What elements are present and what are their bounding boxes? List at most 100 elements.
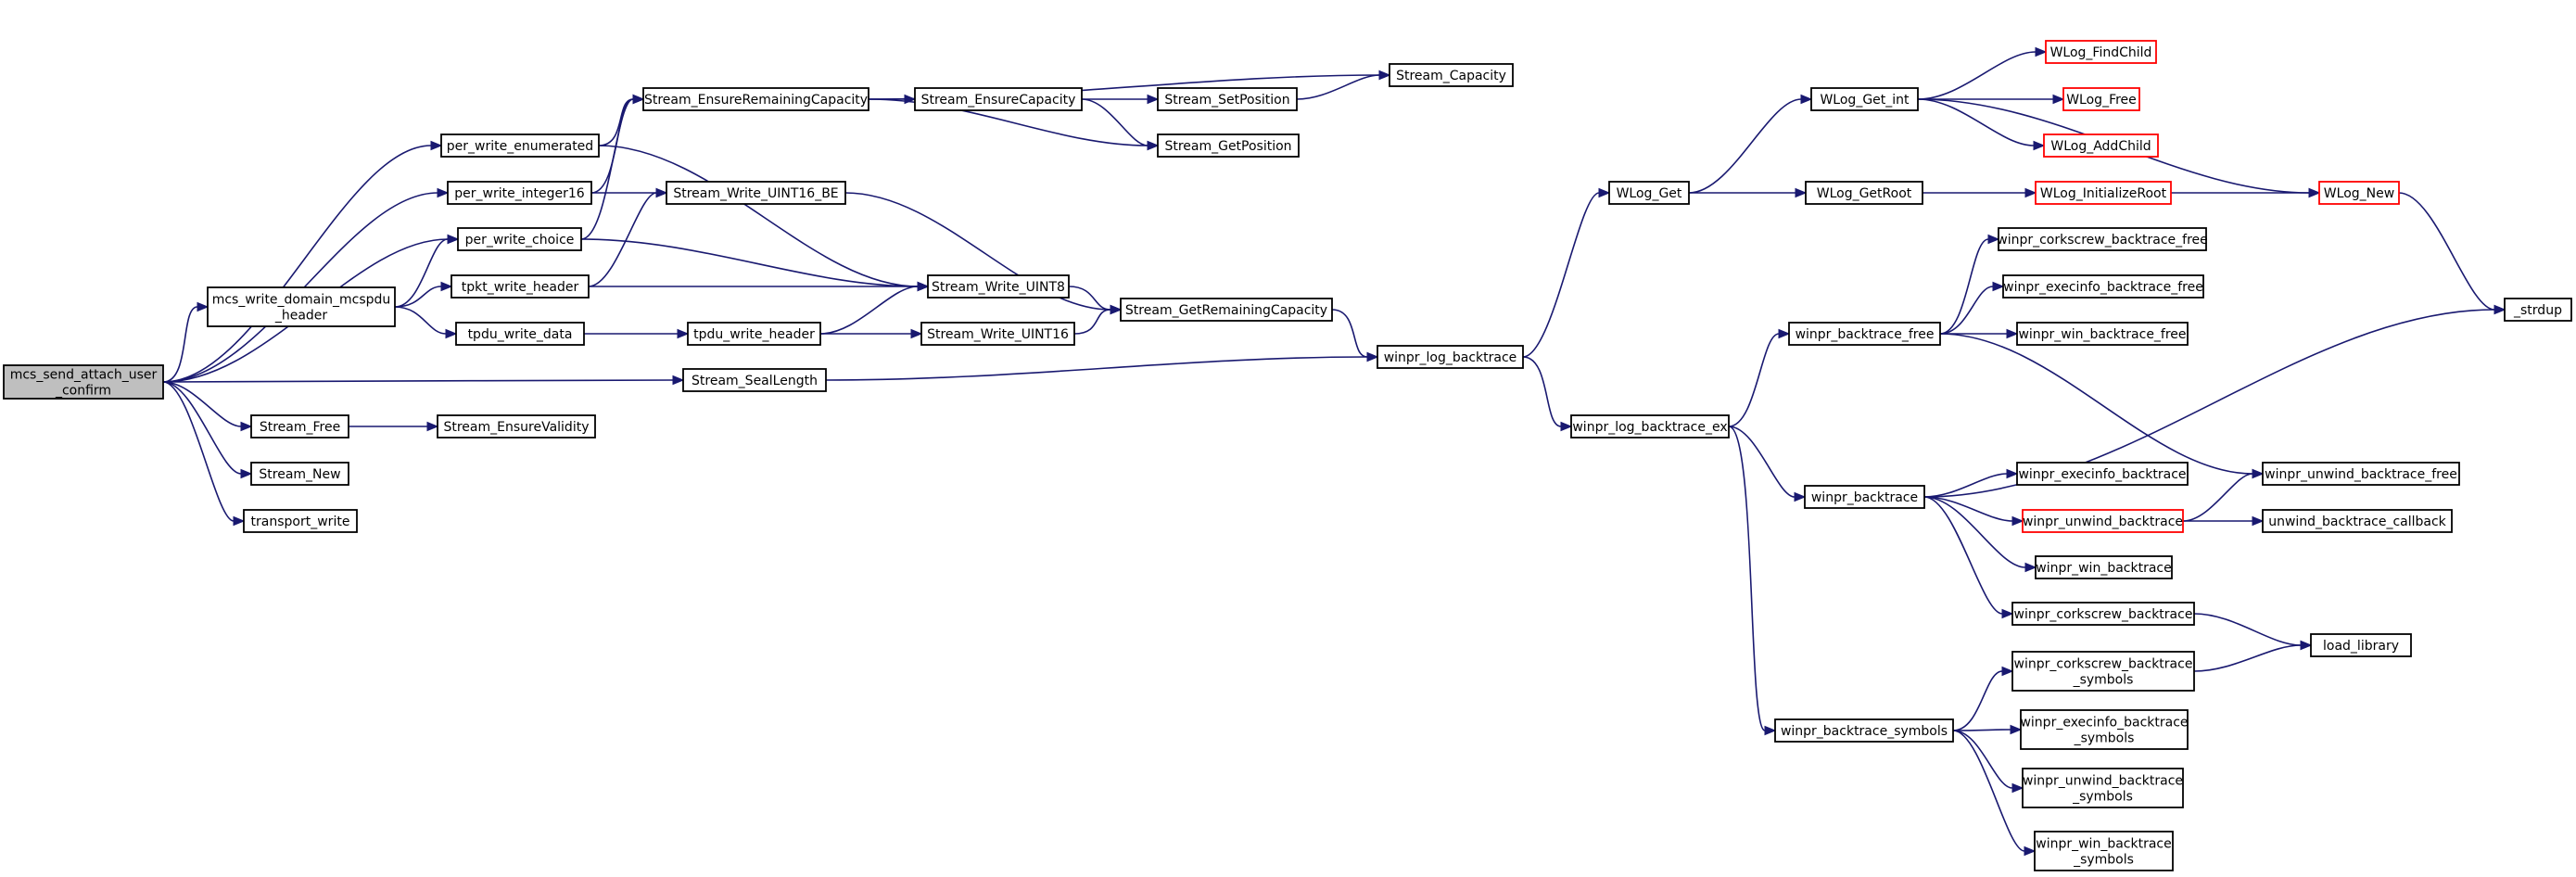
node-stream-capacity[interactable]: Stream_Capacity bbox=[1389, 63, 1514, 87]
node-label: winpr_backtrace_free bbox=[1796, 327, 1935, 342]
node-load-library[interactable]: load_library bbox=[2310, 633, 2412, 657]
node-box bbox=[1998, 227, 2207, 251]
node-stream-setposition[interactable]: Stream_SetPosition bbox=[1157, 87, 1298, 111]
node-tpdu-write-header[interactable]: tpdu_write_header bbox=[687, 322, 821, 346]
node-stream-free[interactable]: Stream_Free bbox=[250, 414, 349, 438]
node-label: WLog_Get bbox=[1617, 186, 1682, 201]
node-box bbox=[2262, 462, 2460, 486]
node-label: WLog_InitializeRoot bbox=[2040, 186, 2167, 201]
arrowhead-icon bbox=[1992, 281, 2005, 292]
edge-root-to-per-write-integer16 bbox=[162, 187, 450, 383]
node-per-write-enumerated[interactable]: per_write_enumerated bbox=[440, 133, 600, 158]
arrowhead-icon bbox=[1987, 234, 2000, 245]
node-box bbox=[666, 181, 846, 205]
edge-winpr-backtrace-to-winpr-unwind-backtrace bbox=[1923, 496, 2024, 527]
node-stream-write-uint16[interactable]: Stream_Write_UINT16 bbox=[920, 322, 1075, 346]
node-stream-ensureremainingcapacity[interactable]: Stream_EnsureRemainingCapacity bbox=[642, 87, 869, 111]
edge-line bbox=[2193, 644, 2302, 672]
node-stream-ensurevalidity[interactable]: Stream_EnsureValidity bbox=[437, 414, 596, 438]
node-box bbox=[682, 368, 827, 392]
node-box bbox=[1157, 133, 1300, 158]
edge-root-to-stream-seallength bbox=[162, 375, 685, 386]
node-box bbox=[927, 274, 1070, 299]
edge-line bbox=[1952, 730, 2025, 852]
node-winpr-corkscrew-backtrace-free[interactable]: winpr_corkscrew_backtrace_free bbox=[1997, 227, 2208, 251]
node-label: winpr_unwind_backtrace_free bbox=[2265, 467, 2457, 482]
node-winpr-corkscrew-backtrace[interactable]: winpr_corkscrew_backtrace bbox=[2011, 602, 2195, 626]
node-label: Stream_EnsureValidity bbox=[443, 420, 589, 435]
arrowhead-icon bbox=[2024, 562, 2037, 573]
node-wlog-findchild[interactable]: WLog_FindChild bbox=[2045, 40, 2157, 64]
edge-line bbox=[588, 192, 657, 287]
node-winpr-win-backtrace-symbols[interactable]: winpr_win_backtrace_symbols bbox=[2034, 831, 2174, 871]
node-box bbox=[250, 414, 349, 438]
node-stream-ensurecapacity[interactable]: Stream_EnsureCapacity bbox=[914, 87, 1083, 111]
node-wlog-initializeroot[interactable]: WLog_InitializeRoot bbox=[2035, 181, 2172, 205]
arrowhead-icon bbox=[1598, 187, 1611, 198]
node-winpr-execinfo-backtrace-symbols[interactable]: winpr_execinfo_backtrace_symbols bbox=[2020, 709, 2189, 750]
node-wlog-getroot[interactable]: WLog_GetRoot bbox=[1805, 181, 1923, 205]
arrowhead-icon bbox=[2033, 140, 2046, 151]
node-winpr-win-backtrace-free[interactable]: winpr_win_backtrace_free bbox=[2016, 322, 2189, 346]
node-box bbox=[2062, 87, 2140, 111]
node-tpdu-write-data[interactable]: tpdu_write_data bbox=[455, 322, 585, 346]
node-label: Stream_EnsureRemainingCapacity bbox=[644, 93, 868, 108]
edge-line bbox=[580, 238, 919, 287]
edge-mcs-write-domain-mcspdu-header-to-tpdu-write-data bbox=[394, 306, 458, 339]
node-winpr-win-backtrace[interactable]: winpr_win_backtrace bbox=[2035, 555, 2173, 579]
node-winpr-unwind-backtrace-free[interactable]: winpr_unwind_backtrace_free bbox=[2262, 462, 2460, 486]
node-stream-getremainingcapacity[interactable]: Stream_GetRemainingCapacity bbox=[1120, 298, 1333, 322]
node-box bbox=[2020, 709, 2189, 750]
node-winpr-backtrace-free[interactable]: winpr_backtrace_free bbox=[1788, 322, 1941, 346]
node-mcs-write-domain-mcspdu-header[interactable]: mcs_write_domain_mcspdu_header bbox=[207, 286, 396, 327]
arrowhead-icon bbox=[240, 468, 253, 479]
node-winpr-backtrace-symbols[interactable]: winpr_backtrace_symbols bbox=[1774, 718, 1954, 743]
node-stream-seallength[interactable]: Stream_SealLength bbox=[682, 368, 827, 392]
node-wlog-addchild[interactable]: WLog_AddChild bbox=[2043, 133, 2159, 158]
node-wlog-get[interactable]: WLog_Get bbox=[1608, 181, 1690, 205]
node-winpr-unwind-backtrace-symbols[interactable]: winpr_unwind_backtrace_symbols bbox=[2022, 768, 2184, 808]
node-winpr-execinfo-backtrace[interactable]: winpr_execinfo_backtrace bbox=[2016, 462, 2189, 486]
node-tpkt-write-header[interactable]: tpkt_write_header bbox=[450, 274, 590, 299]
edge-mcs-write-domain-mcspdu-header-to-tpkt-write-header bbox=[394, 281, 453, 308]
node-stream-write-uint16-be[interactable]: Stream_Write_UINT16_BE bbox=[666, 181, 846, 205]
node-winpr-unwind-backtrace[interactable]: winpr_unwind_backtrace bbox=[2022, 509, 2184, 533]
node-label: winpr_win_backtrace bbox=[2036, 561, 2171, 576]
arrowhead-icon bbox=[2006, 468, 2019, 479]
edge-per-write-choice-to-stream-ensureremainingcapacity bbox=[580, 94, 645, 240]
node-transport-write[interactable]: transport_write bbox=[243, 509, 358, 533]
node-winpr-log-backtrace[interactable]: winpr_log_backtrace bbox=[1377, 345, 1524, 369]
node-unwind-backtrace-callback[interactable]: unwind_backtrace_callback bbox=[2262, 509, 2453, 533]
node-wlog-new[interactable]: WLog_New bbox=[2318, 181, 2400, 205]
edge-line bbox=[162, 306, 198, 383]
node-label: WLog_Free bbox=[2066, 93, 2137, 108]
node-root[interactable]: mcs_send_attach_user_confirm bbox=[3, 364, 164, 400]
node-label: unwind_backtrace_callback bbox=[2268, 515, 2446, 529]
edge-tpdu-write-header-to-stream-write-uint8 bbox=[819, 281, 930, 335]
arrowhead-icon bbox=[426, 421, 439, 432]
node-winpr-log-backtrace-ex[interactable]: winpr_log_backtrace_ex bbox=[1570, 414, 1730, 438]
node-winpr-backtrace[interactable]: winpr_backtrace bbox=[1804, 485, 1925, 509]
node-per-write-integer16[interactable]: per_write_integer16 bbox=[447, 181, 592, 205]
node-stream-new[interactable]: Stream_New bbox=[250, 462, 349, 486]
edge-wlog-get-int-to-wlog-addchild bbox=[1917, 98, 2046, 151]
node-label: per_write_enumerated bbox=[447, 139, 593, 154]
node-wlog-free[interactable]: WLog_Free bbox=[2062, 87, 2140, 111]
edge-winpr-backtrace-to-strdup bbox=[1923, 304, 2506, 498]
node-winpr-corkscrew-backtrace-symbols[interactable]: winpr_corkscrew_backtrace_symbols bbox=[2011, 651, 2195, 692]
edge-root-to-stream-free bbox=[162, 381, 253, 432]
node-stream-write-uint8[interactable]: Stream_Write_UINT8 bbox=[927, 274, 1070, 299]
node-box bbox=[455, 322, 585, 346]
edge-wlog-get-to-wlog-getroot bbox=[1688, 187, 1808, 198]
node-box bbox=[243, 509, 358, 533]
edge-winpr-backtrace-to-winpr-win-backtrace bbox=[1923, 496, 2037, 573]
arrowhead-icon bbox=[2252, 468, 2265, 479]
node-label: tpdu_write_data bbox=[468, 327, 573, 342]
edge-line bbox=[1296, 74, 1380, 100]
node-per-write-choice[interactable]: per_write_choice bbox=[457, 227, 582, 251]
arrowhead-icon bbox=[1378, 70, 1391, 81]
node-winpr-execinfo-backtrace-free[interactable]: winpr_execinfo_backtrace_free bbox=[2002, 274, 2204, 299]
node-strdup[interactable]: _strdup bbox=[2504, 298, 2572, 322]
node-stream-getposition[interactable]: Stream_GetPosition bbox=[1157, 133, 1300, 158]
node-wlog-get-int[interactable]: WLog_Get_int bbox=[1810, 87, 1919, 111]
